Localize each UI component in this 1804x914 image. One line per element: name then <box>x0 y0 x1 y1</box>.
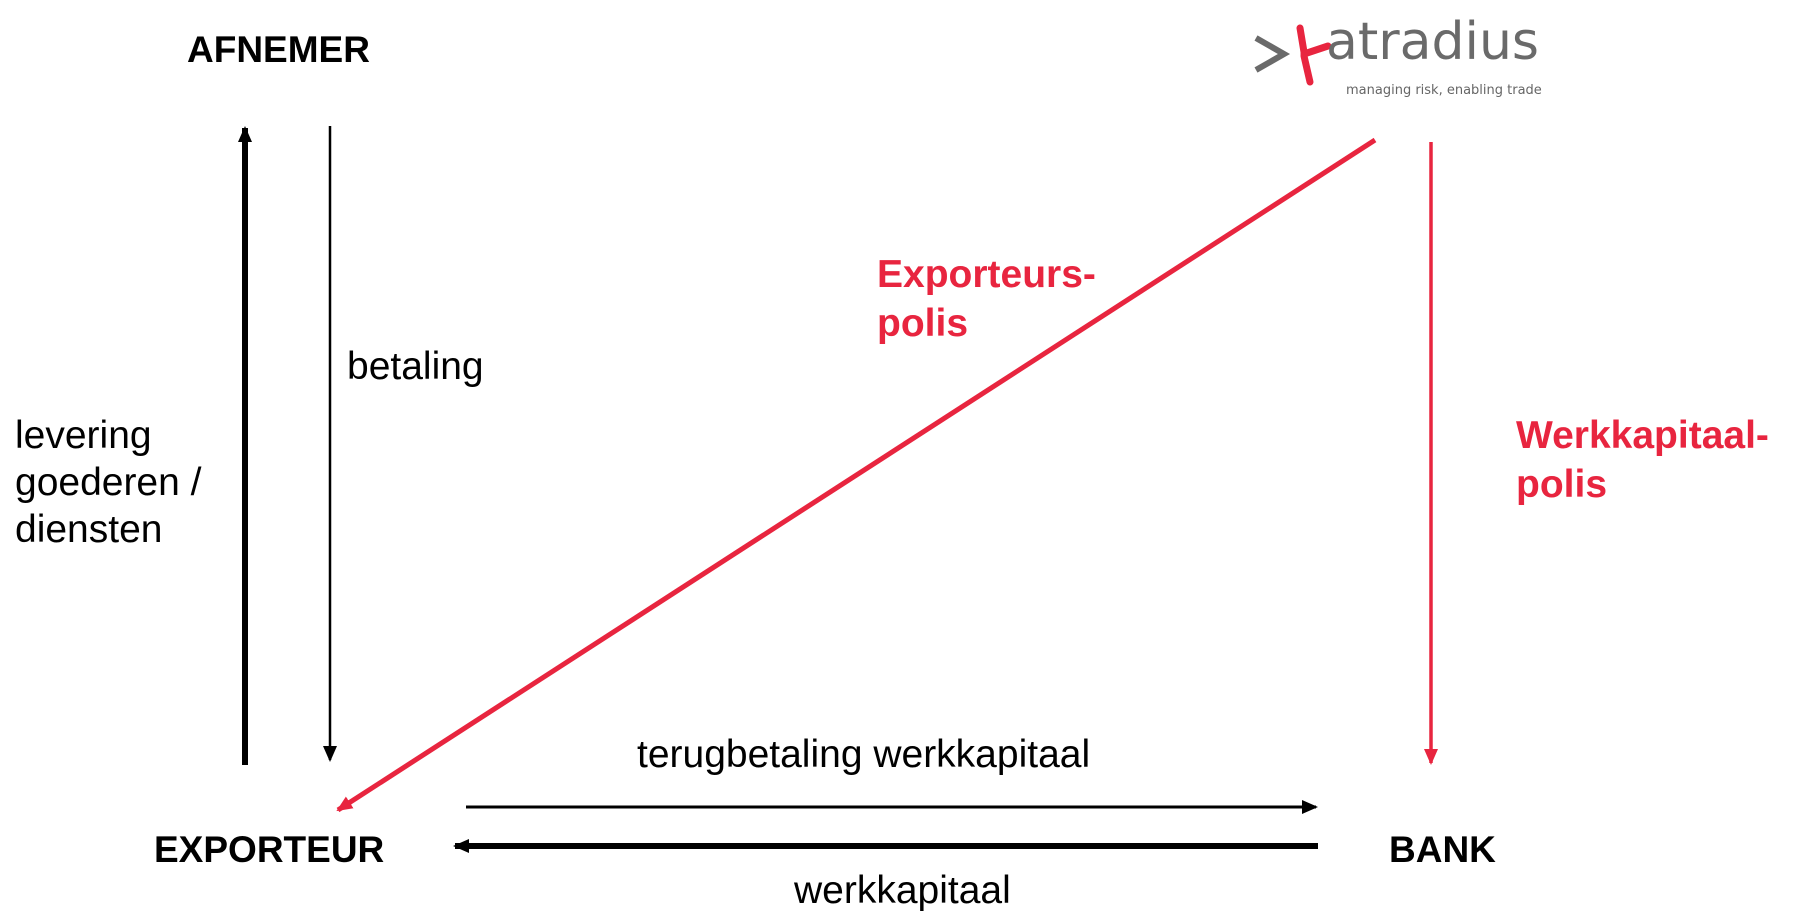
exporteurspolis-arrow <box>336 137 1377 813</box>
label-werkkapitaalpolis-2: polis <box>1516 463 1608 506</box>
label-levering-2: goederen / <box>15 461 202 504</box>
label-werkkapitaal: werkkapitaal <box>794 869 1011 912</box>
node-afnemer: AFNEMER <box>187 29 370 70</box>
logo-wordmark: atradius <box>1326 12 1540 72</box>
label-exporteurspolis-2: polis <box>877 302 969 345</box>
node-exporteur: EXPORTEUR <box>154 829 385 870</box>
label-terugbetaling: terugbetaling werkkapitaal <box>637 733 1091 776</box>
atradius-mark-icon <box>1254 24 1332 86</box>
label-betaling: betaling <box>347 345 484 388</box>
label-exporteurspolis-1: Exporteurs- <box>877 253 1096 296</box>
label-werkkapitaalpolis-1: Werkkapitaal- <box>1516 414 1769 457</box>
label-levering-3: diensten <box>15 508 163 551</box>
node-bank: BANK <box>1389 829 1496 870</box>
logo-tagline: managing risk, enabling trade <box>1346 83 1542 98</box>
label-levering-1: levering <box>15 414 152 457</box>
atradius-logo: atradius managing risk, enabling trade <box>1254 12 1594 108</box>
